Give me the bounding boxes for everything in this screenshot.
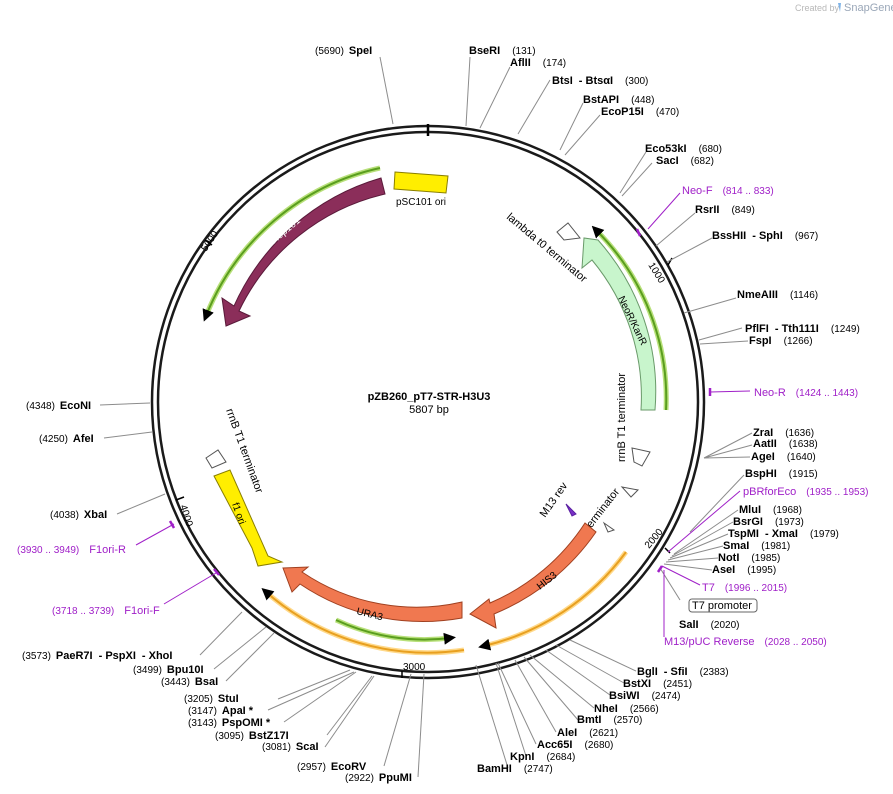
site-label-apai[interactable]: (3147)ApaI * — [188, 705, 254, 717]
site-label-bstxi[interactable]: BstXI(2451) — [623, 678, 692, 690]
site-label-afei[interactable]: (4250)AfeI — [39, 433, 94, 445]
lambda-t0-terminator-label: lambda t0 terminator — [504, 211, 589, 285]
f1-ori-feature[interactable] — [213, 469, 284, 567]
neo-kanr-feature[interactable] — [581, 237, 657, 411]
site-label-bamhi[interactable]: BamHI(2747) — [477, 763, 553, 775]
primer-label-pbrforeco[interactable]: pBRforEco(1935 .. 1953) — [743, 486, 868, 498]
site-label-bsai[interactable]: (3443)BsaI — [161, 676, 218, 688]
ura3-feature[interactable] — [282, 566, 463, 622]
features: pSC101 ori Rep101 lambda t0 terminator N… — [202, 165, 758, 656]
site-label-nhei[interactable]: NheI(2566) — [594, 703, 659, 715]
site-label-btsi[interactable]: BtsI- BtsαI(300) — [552, 75, 648, 87]
m13-rev-label: M13 rev — [538, 480, 571, 520]
site-label-bpu10i[interactable]: (3499)Bpu10I — [133, 664, 204, 676]
site-label-mlui[interactable]: MluI(1968) — [739, 504, 802, 516]
primer-label-f1ori-r[interactable]: (3930 .. 3949)F1ori-R — [17, 544, 126, 556]
site-label-zrai[interactable]: ZraI(1636) — [753, 427, 814, 439]
site-label-bseri[interactable]: BseRI(131) — [469, 45, 536, 57]
site-label-bsiwi[interactable]: BsiWI(2474) — [609, 690, 680, 702]
primer-label-m13-puc-reverse[interactable]: M13/pUC Reverse(2028 .. 2050) — [664, 636, 827, 648]
site-label-aflii[interactable]: AflII(174) — [510, 57, 566, 69]
rrnb-t1-right-feature[interactable] — [631, 447, 651, 467]
snapgene-logo-icon — [838, 3, 841, 12]
site-label-bsrgi[interactable]: BsrGI(1973) — [733, 516, 804, 528]
site-label-xbai[interactable]: (4038)XbaI — [50, 509, 107, 521]
neo-orf-arrow — [591, 225, 668, 411]
rep101-feature[interactable] — [221, 177, 386, 327]
site-label-ppumi[interactable]: (2922)PpuMI — [345, 772, 412, 784]
rrnb-t2-small-feature[interactable] — [620, 486, 640, 498]
t7-promoter-label: T7 promoter — [692, 600, 752, 612]
m13-rev-feature[interactable] — [565, 503, 577, 517]
site-label-bmti[interactable]: BmtI(2570) — [577, 714, 642, 726]
primer-label-f1ori-f[interactable]: (3718 .. 3739)F1ori-F — [52, 605, 160, 617]
site-label-ecop15i[interactable]: EcoP15I(470) — [601, 106, 679, 118]
tick-5000 — [204, 239, 213, 246]
site-label-smai[interactable]: SmaI(1981) — [723, 540, 790, 552]
tick-2000 — [664, 547, 671, 554]
psc101-ori-label: pSC101 ori — [396, 197, 446, 208]
rrnb-t1-right-label: rrnB T1 terminator — [616, 373, 628, 462]
snapgene-brand: SnapGene — [844, 2, 893, 14]
t7-promoter-box[interactable] — [688, 598, 758, 613]
ura3-orf-arrow-outer — [261, 588, 465, 654]
site-label-scai[interactable]: (3081)ScaI — [262, 741, 319, 753]
site-label-alei[interactable]: AleI(2621) — [557, 727, 618, 739]
plasmid-length: 5807 bp — [409, 404, 449, 416]
site-label-pspomi[interactable]: (3143)PspOMI * — [188, 717, 271, 729]
his3-orf-arrow — [478, 551, 627, 651]
his3-feature[interactable] — [469, 522, 597, 629]
site-label-spei[interactable]: (5690)SpeI — [315, 45, 372, 57]
site-label-stui[interactable]: (3205)StuI — [184, 693, 239, 705]
site-leaders — [99, 56, 753, 778]
tick-label-3000: 3000 — [403, 662, 426, 673]
primer-labels: Neo-F(814 .. 833) Neo-R(1424 .. 1443) pB… — [17, 185, 868, 648]
site-label-aatii[interactable]: AatII(1638) — [753, 438, 818, 450]
site-label-eco53ki[interactable]: Eco53kI(680) — [645, 143, 722, 155]
lambda-t0-terminator-feature[interactable] — [556, 222, 581, 241]
site-label-bgli[interactable]: BglI- SfiI(2383) — [637, 666, 729, 678]
rep101-orf-arrow — [202, 167, 381, 322]
rrnb-t2-feature[interactable] — [602, 521, 616, 533]
site-label-bsshii[interactable]: BssHII- SphI(967) — [712, 230, 818, 242]
ura3-orf-arrow — [335, 619, 456, 645]
primer-leaders — [135, 192, 751, 637]
tick-4000 — [175, 496, 185, 501]
site-label-pflfi[interactable]: PflFI- Tth111I(1249) — [745, 323, 860, 335]
site-labels: (5690)SpeI BseRI(131) AflII(174) BtsI- B… — [22, 45, 860, 784]
site-label-kpni[interactable]: KpnI(2684) — [510, 751, 575, 763]
site-label-fspi[interactable]: FspI(1266) — [749, 335, 813, 347]
primer-label-neo-r[interactable]: Neo-R(1424 .. 1443) — [754, 387, 858, 399]
site-label-sali[interactable]: SalI(2020) — [679, 619, 739, 631]
site-label-bstz17i[interactable]: (3095)BstZ17I — [215, 730, 289, 742]
site-label-bstapi[interactable]: BstAPI(448) — [583, 94, 654, 106]
site-label-econi[interactable]: (4348)EcoNI — [26, 400, 91, 412]
site-label-bsphi[interactable]: BspHI(1915) — [745, 468, 818, 480]
site-label-acc65i[interactable]: Acc65I(2680) — [537, 739, 613, 751]
site-label-ecorv[interactable]: (2957)EcoRV — [297, 761, 367, 773]
site-label-saci[interactable]: SacI(682) — [656, 155, 714, 167]
created-by-label: Created by — [795, 3, 840, 13]
site-label-agei[interactable]: AgeI(1640) — [751, 451, 816, 463]
backbone — [150, 124, 706, 680]
rrnb-t1-left-feature[interactable] — [205, 449, 227, 469]
site-label-nmeaiii[interactable]: NmeAIII(1146) — [737, 289, 818, 301]
plasmid-name: pZB260_pT7-STR-H3U3 — [368, 391, 491, 403]
site-label-paer7i[interactable]: (3573)PaeR7I- PspXI- XhoI — [22, 650, 172, 662]
site-label-tspmi[interactable]: TspMI- XmaI(1979) — [728, 528, 839, 540]
site-label-rsrii[interactable]: RsrII(849) — [695, 204, 755, 216]
site-label-noti[interactable]: NotI(1985) — [718, 552, 780, 564]
primer-label-t7[interactable]: T7(1996 .. 2015) — [702, 582, 787, 594]
site-label-asei[interactable]: AseI(1995) — [712, 564, 776, 576]
psc101-ori-feature[interactable] — [393, 171, 449, 194]
tick-label-1000: 1000 — [645, 261, 666, 286]
primer-label-neo-f[interactable]: Neo-F(814 .. 833) — [682, 185, 774, 197]
